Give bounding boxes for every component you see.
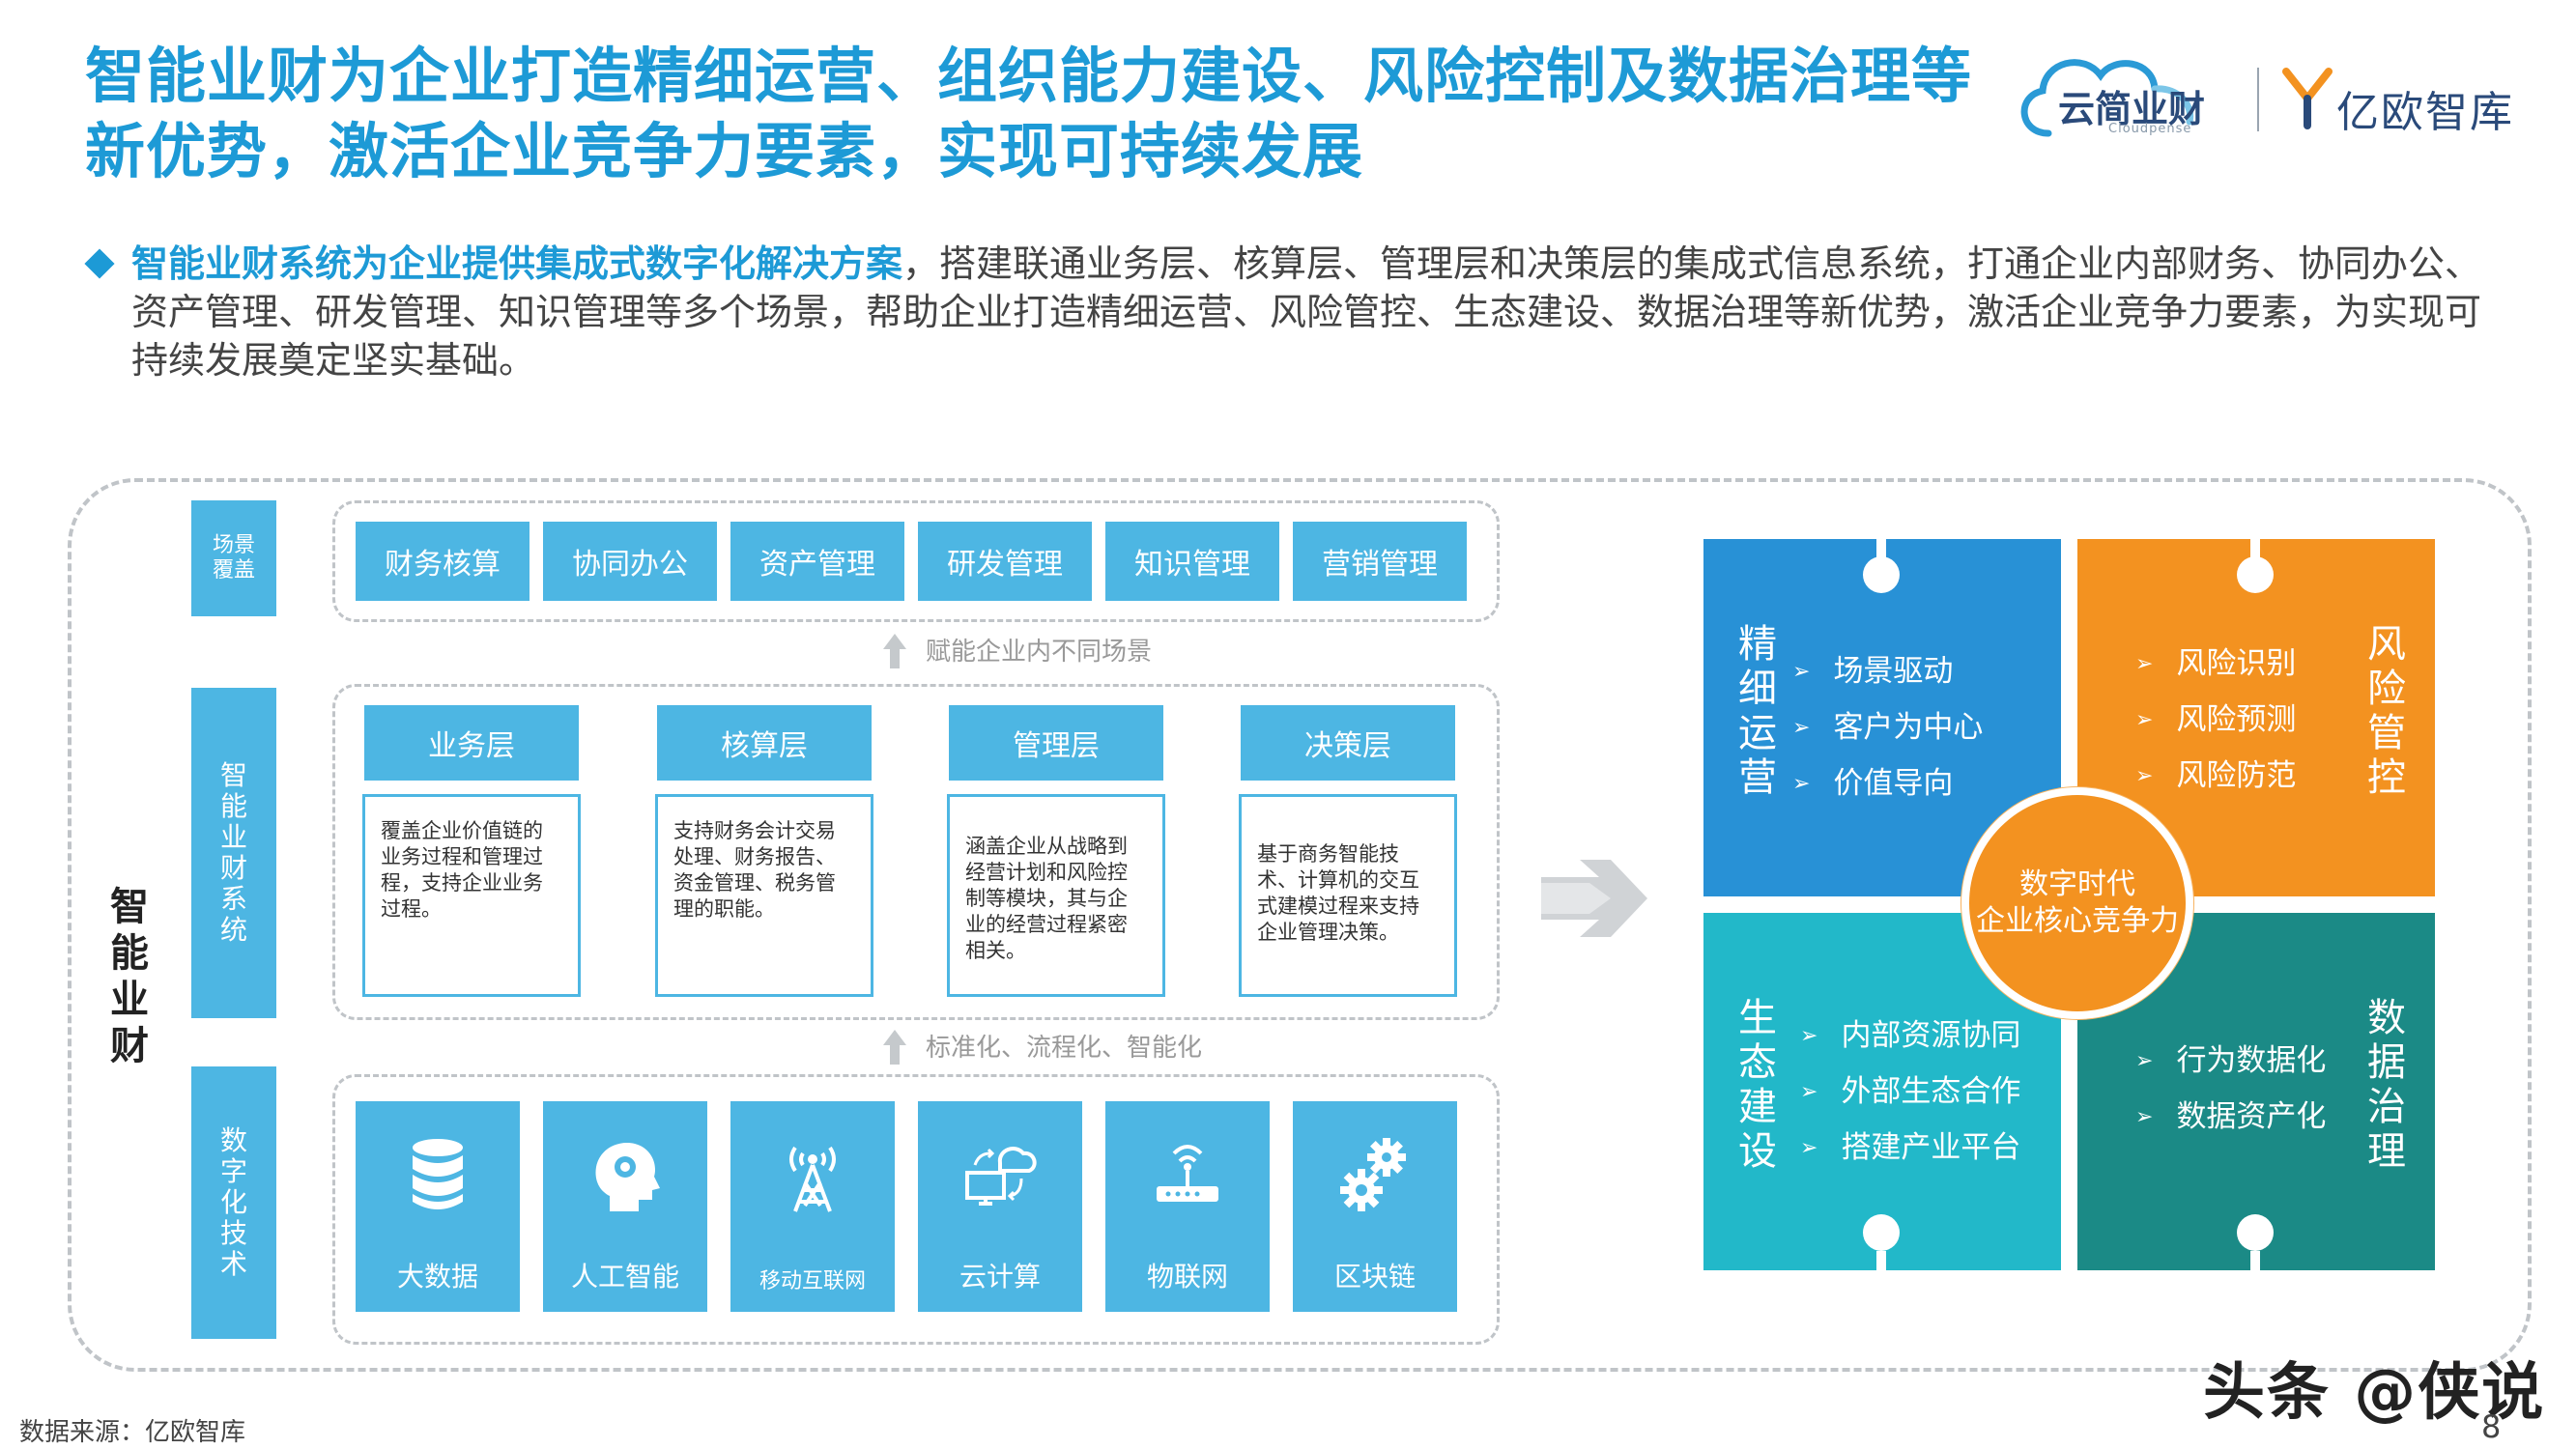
cloudpense-logo-subtext: Cloudpense (2108, 122, 2192, 136)
quadrant-list-item: 外部生态合作 (1800, 1065, 2020, 1122)
quadrant-list-item: 数据资产化 (2135, 1091, 2326, 1147)
row-label-system: 智能业财系统 (191, 688, 276, 1018)
row-label-scene-text: 场景覆盖 (212, 533, 255, 582)
row-label-tech: 数字化技术 (191, 1066, 276, 1339)
quadrant-list: 风险识别 风险预测 风险防范 (2135, 638, 2296, 806)
tech-tile-cloud: 云计算 (918, 1101, 1082, 1312)
layer-desc-management: 涵盖企业从战略到经营计划和风险控制等模块，其与企业的经营过程紧密相关。 (947, 794, 1165, 997)
quadrant-list-item: 搭建产业平台 (1800, 1122, 2020, 1178)
cloud-computing-icon (965, 1147, 1037, 1206)
tech-label: 物联网 (1146, 1261, 1228, 1293)
tech-tile-mobile: 移动互联网 (730, 1101, 895, 1312)
scene-item: 协同办公 (543, 522, 717, 601)
page-number: 8 (2481, 1408, 2502, 1445)
center-line: 企业核心竞争力 (1976, 904, 2179, 938)
layer-head-management: 管理层 (949, 705, 1163, 781)
scene-item: 资产管理 (730, 522, 904, 601)
row-label-tech-text: 数字化技术 (219, 1124, 247, 1280)
puzzle-notch-stem (2250, 539, 2260, 558)
tech-tile-ai: 人工智能 (543, 1101, 707, 1312)
scene-container (332, 500, 1500, 622)
quadrant-list: 内部资源协同 外部生态合作 搭建产业平台 (1800, 1009, 2020, 1178)
side-label: 智能业财 (110, 885, 149, 1068)
quadrant-list-item: 价值导向 (1792, 757, 1983, 813)
yiou-logo-icon (2282, 68, 2333, 129)
quadrant-list-item: 场景驱动 (1792, 645, 1983, 701)
signal-tower-icon (789, 1146, 836, 1212)
yiou-logo-text: 亿欧智库 (2336, 88, 2514, 137)
puzzle-notch-stem (1876, 539, 1886, 558)
layer-head-business: 业务层 (364, 705, 579, 781)
intro-paragraph: 智能业财系统为企业提供集成式数字化解决方案，搭建联通业务层、核算层、管理层和决策… (131, 240, 2508, 384)
router-icon (1157, 1145, 1218, 1202)
scene-item: 研发管理 (918, 522, 1092, 601)
puzzle-notch (2237, 556, 2274, 593)
layer-desc-business: 覆盖企业价值链的业务过程和管理过程，支持企业业务过程。 (362, 794, 581, 997)
quadrant-list-item: 内部资源协同 (1800, 1009, 2020, 1065)
tech-label: 移动互联网 (758, 1269, 866, 1293)
tech-container (332, 1074, 1500, 1345)
puzzle-notch (1863, 1214, 1900, 1251)
system-container (332, 684, 1500, 1020)
layer-head-accounting: 核算层 (657, 705, 872, 781)
logo-divider (2257, 68, 2259, 131)
tech-label: 人工智能 (570, 1261, 679, 1293)
puzzle-notch (2237, 1214, 2274, 1251)
row-label-scene: 场景覆盖 (191, 500, 276, 616)
tech-label: 云计算 (959, 1261, 1041, 1293)
tech-label: 区块链 (1333, 1261, 1416, 1293)
quadrant-refined-operation: 精细运营 场景驱动 客户为中心 价值导向 (1703, 539, 2061, 896)
puzzle-notch (1863, 556, 1900, 593)
layer-desc-accounting: 支持财务会计交易处理、财务报告、资金管理、税务管理的职能。 (655, 794, 873, 997)
quadrant-list-item: 行为数据化 (2135, 1035, 2326, 1091)
data-source: 数据来源：亿欧智库 (19, 1418, 246, 1447)
quadrant-list: 行为数据化 数据资产化 (2135, 1035, 2326, 1147)
quadrant-title: 数据治理 (2367, 996, 2406, 1174)
bullet-diamond-icon (84, 248, 115, 279)
quadrant-list: 场景驱动 客户为中心 价值导向 (1792, 645, 1983, 813)
diagram-frame (68, 478, 2532, 1372)
quadrant-list-item: 风险防范 (2135, 750, 2296, 806)
tech-tile-blockchain: 区块链 (1293, 1101, 1457, 1312)
layer-head-decision: 决策层 (1241, 705, 1455, 781)
row-label-system-text: 智能业财系统 (219, 759, 247, 946)
quadrant-title: 风险管控 (2367, 622, 2406, 800)
quadrant-list-item: 风险识别 (2135, 638, 2296, 694)
puzzle-notch-stem (1876, 1251, 1886, 1270)
intro-text: ，搭建联通业务层、核算层、管理层和决策层的集成式信息系统，打通企业内部财务、协同… (131, 242, 2482, 382)
tech-label: 大数据 (396, 1261, 478, 1293)
tech-tile-bigdata: 大数据 (356, 1101, 520, 1312)
center-line: 数字时代 (2019, 867, 2135, 901)
quadrant-list-item: 客户为中心 (1792, 701, 1983, 757)
watermark: 头条 @侠说 (2203, 1357, 2546, 1429)
cloudpense-logo-text: 云简业财 (2058, 88, 2206, 130)
scene-item: 财务核算 (356, 522, 530, 601)
database-icon (413, 1139, 463, 1209)
arrow-bottom-text: 标准化、流程化、智能化 (926, 1034, 1203, 1063)
gears-icon (1340, 1138, 1406, 1211)
arrow-top-text: 赋能企业内不同场景 (926, 638, 1153, 667)
scene-item: 知识管理 (1105, 522, 1279, 601)
cloudpense-logo-icon (2020, 59, 2194, 137)
up-arrow-icon (883, 634, 906, 668)
quadrant-list-item: 风险预测 (2135, 694, 2296, 750)
quadrant-title: 生态建设 (1738, 996, 1777, 1174)
intro-highlight: 智能业财系统为企业提供集成式数字化解决方案 (131, 242, 903, 285)
ai-head-icon (595, 1143, 660, 1211)
scene-item: 营销管理 (1293, 522, 1467, 601)
page-title: 智能业财为企业打造精细运营、组织能力建设、风险控制及数据治理等新优势，激活企业竞… (85, 41, 1973, 186)
right-arrow-icon (1541, 860, 1647, 937)
layer-desc-decision: 基于商务智能技术、计算机的交互式建模过程来支持企业管理决策。 (1239, 794, 1457, 997)
quadrant-title: 精细运营 (1738, 622, 1777, 800)
tech-tile-iot: 物联网 (1105, 1101, 1270, 1312)
puzzle-notch-stem (2250, 1251, 2260, 1270)
up-arrow-icon (883, 1030, 906, 1065)
core-competitiveness-circle: 数字时代 企业核心竞争力 (1961, 787, 2193, 1019)
